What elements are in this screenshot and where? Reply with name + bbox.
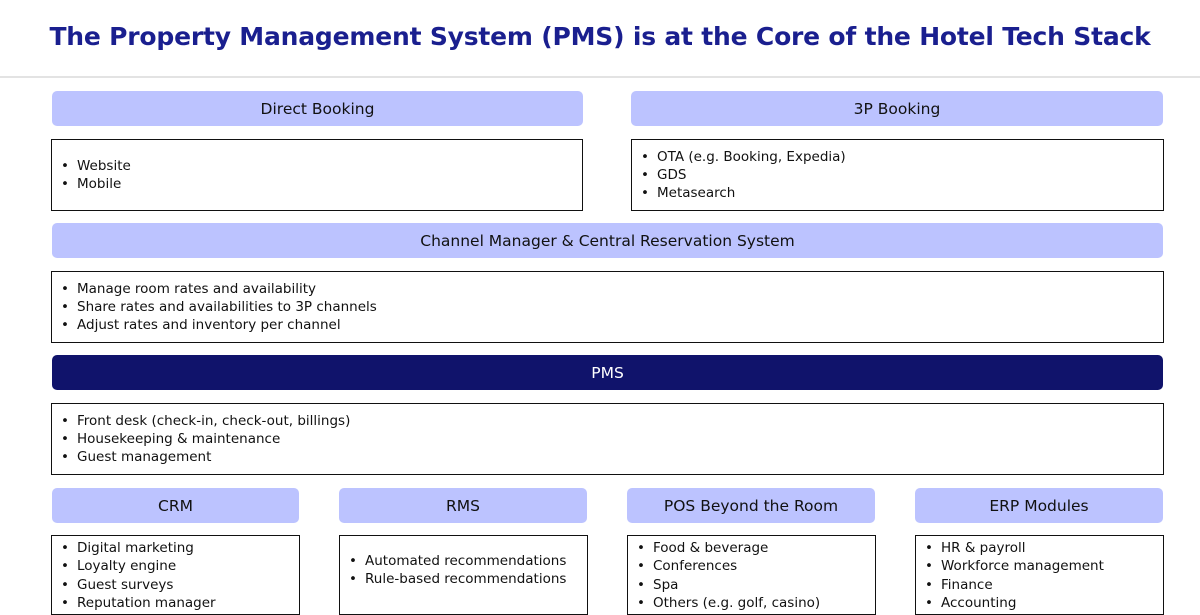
list-item: Loyalty engine <box>61 557 216 576</box>
list-item: Others (e.g. golf, casino) <box>637 594 820 613</box>
rms-header: RMS <box>339 488 587 523</box>
list-item: Front desk (check-in, check-out, billing… <box>61 412 350 431</box>
list-item: Mobile <box>61 175 131 194</box>
erp-list: HR & payroll Workforce management Financ… <box>925 539 1104 612</box>
channel-manager-header: Channel Manager & Central Reservation Sy… <box>52 223 1163 258</box>
pos-header: POS Beyond the Room <box>627 488 875 523</box>
list-item: Housekeeping & maintenance <box>61 430 350 449</box>
list-item: Guest surveys <box>61 576 216 595</box>
list-item: Website <box>61 157 131 176</box>
channel-manager-box: Manage room rates and availability Share… <box>51 271 1164 343</box>
list-item: Accounting <box>925 594 1104 613</box>
pms-list: Front desk (check-in, check-out, billing… <box>61 412 350 467</box>
list-item: Rule-based recommendations <box>349 570 566 589</box>
3p-booking-box: OTA (e.g. Booking, Expedia) GDS Metasear… <box>631 139 1164 211</box>
pms-header: PMS <box>52 355 1163 390</box>
erp-header: ERP Modules <box>915 488 1163 523</box>
list-item: GDS <box>641 166 846 185</box>
crm-list: Digital marketing Loyalty engine Guest s… <box>61 539 216 612</box>
3p-booking-header: 3P Booking <box>631 91 1163 126</box>
pos-box: Food & beverage Conferences Spa Others (… <box>627 535 876 615</box>
direct-booking-header: Direct Booking <box>52 91 583 126</box>
list-item: Manage room rates and availability <box>61 280 377 299</box>
list-item: Food & beverage <box>637 539 820 558</box>
list-item: HR & payroll <box>925 539 1104 558</box>
list-item: Guest management <box>61 448 350 467</box>
list-item: Finance <box>925 576 1104 595</box>
erp-box: HR & payroll Workforce management Financ… <box>915 535 1164 615</box>
list-item: Digital marketing <box>61 539 216 558</box>
3p-booking-list: OTA (e.g. Booking, Expedia) GDS Metasear… <box>641 148 846 203</box>
crm-box: Digital marketing Loyalty engine Guest s… <box>51 535 300 615</box>
rms-list: Automated recommendations Rule-based rec… <box>349 552 566 589</box>
list-item: Adjust rates and inventory per channel <box>61 316 377 335</box>
list-item: Metasearch <box>641 184 846 203</box>
pms-box: Front desk (check-in, check-out, billing… <box>51 403 1164 475</box>
direct-booking-list: Website Mobile <box>61 157 131 194</box>
title-divider <box>0 76 1200 78</box>
direct-booking-box: Website Mobile <box>51 139 583 211</box>
crm-header: CRM <box>52 488 299 523</box>
page-title: The Property Management System (PMS) is … <box>49 22 1151 51</box>
list-item: Workforce management <box>925 557 1104 576</box>
list-item: Share rates and availabilities to 3P cha… <box>61 298 377 317</box>
list-item: Automated recommendations <box>349 552 566 571</box>
list-item: Conferences <box>637 557 820 576</box>
list-item: Reputation manager <box>61 594 216 613</box>
rms-box: Automated recommendations Rule-based rec… <box>339 535 588 615</box>
pos-list: Food & beverage Conferences Spa Others (… <box>637 539 820 612</box>
list-item: OTA (e.g. Booking, Expedia) <box>641 148 846 167</box>
list-item: Spa <box>637 576 820 595</box>
channel-manager-list: Manage room rates and availability Share… <box>61 280 377 335</box>
